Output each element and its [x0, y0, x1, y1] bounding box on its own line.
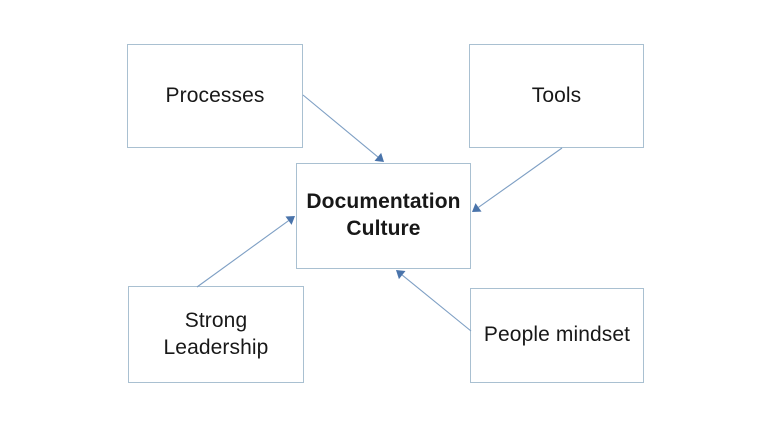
node-strong-leadership[interactable]: Strong Leadership [128, 286, 304, 383]
node-documentation-culture[interactable]: Documentation Culture [296, 163, 471, 269]
node-people-mindset[interactable]: People mindset [470, 288, 644, 383]
edge-people-mindset-to-culture [401, 274, 472, 332]
node-tools-label: Tools [531, 83, 582, 107]
arrowhead-processes-to-culture [374, 152, 384, 162]
node-documentation-culture-label: Documentation Culture [306, 190, 461, 240]
edge-strong-leadership-to-culture [196, 220, 289, 288]
node-people-mindset-label: People mindset [483, 323, 631, 347]
arrowhead-people-mindset-to-culture [396, 270, 406, 280]
arrowhead-strong-leadership-to-culture [285, 216, 295, 225]
arrowhead-tools-to-culture [472, 203, 482, 212]
node-processes-label: Processes [165, 83, 265, 107]
node-strong-leadership-label: Strong Leadership [163, 308, 269, 359]
node-processes[interactable]: Processes [127, 44, 303, 148]
node-tools[interactable]: Tools [469, 44, 644, 148]
edge-processes-to-culture [302, 94, 379, 158]
edge-tools-to-culture [478, 147, 563, 208]
